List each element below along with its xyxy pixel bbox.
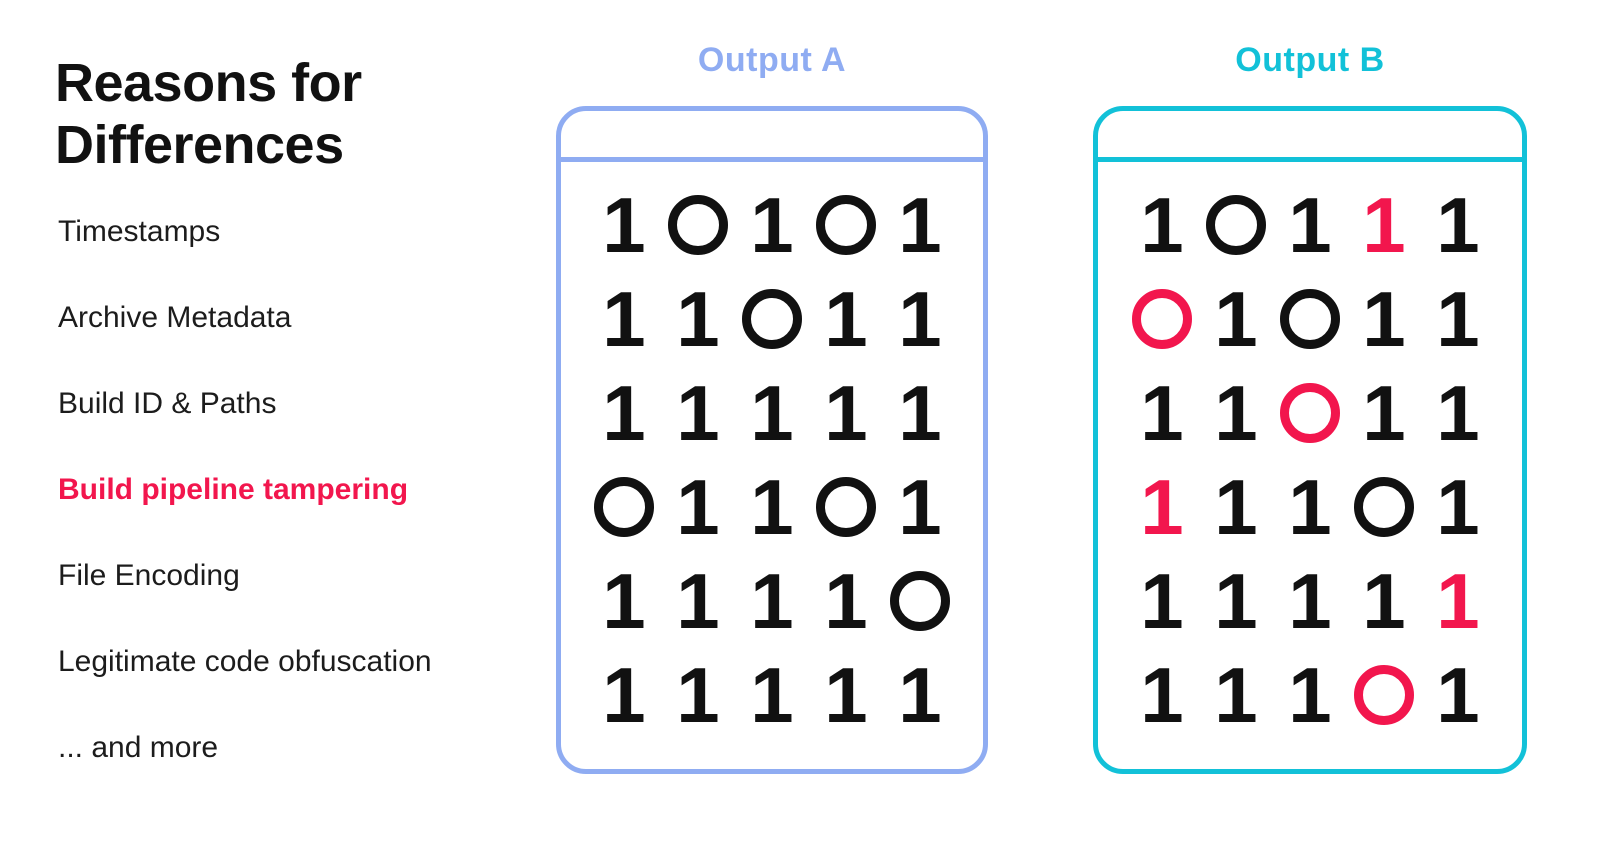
zero-ring-icon [742, 289, 802, 349]
digit-1: 1 [1436, 462, 1480, 551]
output-title-b: Output B [1235, 41, 1385, 79]
page-title: Reasons for Differences [55, 52, 362, 176]
digit-1: 1 [1140, 556, 1184, 645]
zero-ring-icon [816, 195, 876, 255]
digit-1: 1 [676, 368, 720, 457]
digit-0 [587, 460, 661, 554]
reason-item: Build ID & Paths [58, 387, 277, 420]
digit-0-diff [1273, 366, 1347, 460]
digit-0 [809, 178, 883, 272]
digit-1: 1 [602, 368, 646, 457]
digit-0 [735, 272, 809, 366]
digit-0 [883, 554, 957, 648]
digit-1: 1 [898, 368, 942, 457]
digit-1: 1 [1214, 556, 1258, 645]
reason-item: Timestamps [58, 215, 221, 248]
digit-1: 1 [898, 650, 942, 739]
digit-1: 1 [1214, 368, 1258, 457]
zero-ring-icon [1280, 289, 1340, 349]
digit-1-diff: 1 [1140, 462, 1184, 551]
digit-1: 1 [1288, 180, 1332, 269]
zero-ring-icon [1206, 195, 1266, 255]
digit-0 [1347, 460, 1421, 554]
digit-1: 1 [1214, 650, 1258, 739]
zero-ring-icon [816, 477, 876, 537]
digit-1: 1 [1140, 180, 1184, 269]
digit-1: 1 [898, 180, 942, 269]
digit-1: 1 [750, 180, 794, 269]
output-panel-titlebar-b [1098, 111, 1522, 162]
digit-0 [1273, 272, 1347, 366]
digit-1: 1 [1436, 274, 1480, 363]
digit-1: 1 [676, 274, 720, 363]
digit-1: 1 [1140, 368, 1184, 457]
digit-1: 1 [824, 274, 868, 363]
digit-1: 1 [1214, 462, 1258, 551]
digit-1: 1 [750, 368, 794, 457]
reason-item: Archive Metadata [58, 301, 292, 334]
digit-1: 1 [1436, 650, 1480, 739]
digit-1: 1 [898, 462, 942, 551]
digit-0 [661, 178, 735, 272]
digit-1: 1 [1362, 368, 1406, 457]
digit-0-diff [1125, 272, 1199, 366]
digit-1: 1 [1436, 180, 1480, 269]
digit-0 [809, 460, 883, 554]
digit-1: 1 [750, 650, 794, 739]
digit-1: 1 [602, 556, 646, 645]
digit-1: 1 [824, 650, 868, 739]
zero-ring-icon [668, 195, 728, 255]
digit-1: 1 [1288, 650, 1332, 739]
digit-1: 1 [1436, 368, 1480, 457]
digit-0 [1199, 178, 1273, 272]
reason-item: File Encoding [58, 559, 240, 592]
page-title-line-1: Reasons for [55, 53, 362, 113]
digit-1: 1 [1140, 650, 1184, 739]
digit-1: 1 [1214, 274, 1258, 363]
digit-1: 1 [676, 556, 720, 645]
digit-1: 1 [602, 180, 646, 269]
digit-1: 1 [602, 274, 646, 363]
zero-ring-icon [1280, 383, 1340, 443]
reason-item: Legitimate code obfuscation [58, 645, 432, 678]
digit-1: 1 [750, 556, 794, 645]
output-panel-titlebar-a [561, 111, 983, 162]
digit-1: 1 [824, 368, 868, 457]
digit-1-diff: 1 [1436, 556, 1480, 645]
digit-1: 1 [1362, 274, 1406, 363]
zero-ring-icon [890, 571, 950, 631]
zero-ring-icon [1354, 477, 1414, 537]
digit-1: 1 [676, 462, 720, 551]
digit-1: 1 [750, 462, 794, 551]
digit-1: 1 [676, 650, 720, 739]
zero-ring-icon [594, 477, 654, 537]
digit-1: 1 [1288, 462, 1332, 551]
digit-1: 1 [602, 650, 646, 739]
reason-item-highlighted: Build pipeline tampering [58, 473, 409, 506]
digit-1: 1 [1288, 556, 1332, 645]
digit-1: 1 [898, 274, 942, 363]
digit-1-diff: 1 [1362, 180, 1406, 269]
reason-item: ... and more [58, 731, 219, 764]
zero-ring-icon [1354, 665, 1414, 725]
page-title-line-2: Differences [55, 115, 344, 175]
digit-1: 1 [824, 556, 868, 645]
digit-1: 1 [1362, 556, 1406, 645]
digit-0-diff [1347, 648, 1421, 742]
zero-ring-icon [1132, 289, 1192, 349]
output-title-a: Output A [697, 41, 847, 79]
